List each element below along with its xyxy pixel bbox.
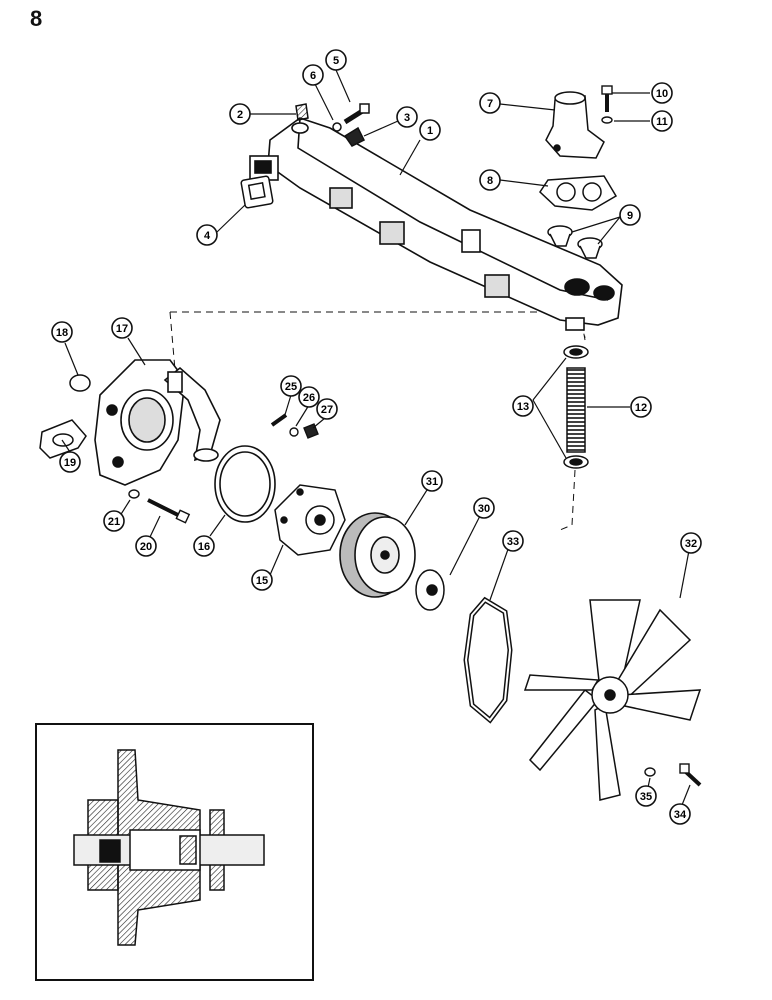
stud-washer-nut xyxy=(270,413,319,439)
callout-label: 16 xyxy=(198,541,210,553)
cooling-fan xyxy=(523,599,702,801)
callout-21: 21 xyxy=(103,510,125,532)
callout-label: 35 xyxy=(640,791,652,803)
callout-label: 11 xyxy=(656,116,668,128)
callout-label: 18 xyxy=(56,327,68,339)
callout-5: 5 xyxy=(325,49,347,71)
callout-26: 26 xyxy=(298,386,320,408)
callout-label: 19 xyxy=(64,457,76,469)
callout-9: 9 xyxy=(619,204,641,226)
water-pump-housing xyxy=(94,359,221,486)
sectional-view-inset xyxy=(35,723,314,981)
callout-label: 5 xyxy=(333,55,339,67)
callout-10: 10 xyxy=(651,82,673,104)
callout-18: 18 xyxy=(51,321,73,343)
callout-15: 15 xyxy=(251,569,273,591)
callout-33: 33 xyxy=(502,530,524,552)
assembly-dashed-line xyxy=(169,311,586,531)
callout-label: 7 xyxy=(487,98,493,110)
callout-12: 12 xyxy=(630,396,652,418)
fan-pulley xyxy=(339,512,416,598)
callout-11: 11 xyxy=(651,110,673,132)
callout-label: 8 xyxy=(487,175,493,187)
housing-bolt xyxy=(601,85,613,124)
callout-label: 26 xyxy=(303,392,315,404)
callout-label: 13 xyxy=(517,401,529,413)
thermostats xyxy=(547,225,603,259)
thermostat-gasket xyxy=(539,175,618,211)
callout-6: 6 xyxy=(302,64,324,86)
callout-7: 7 xyxy=(479,92,501,114)
callout-label: 10 xyxy=(656,88,668,100)
page-number: 8 xyxy=(30,6,44,31)
callout-label: 33 xyxy=(507,536,519,548)
callout-label: 21 xyxy=(108,516,120,528)
pump-bolt xyxy=(128,489,191,524)
pump-inlet-gasket xyxy=(39,419,87,459)
callout-8: 8 xyxy=(479,169,501,191)
callout-4: 4 xyxy=(196,224,218,246)
water-manifold xyxy=(249,117,623,331)
callout-label: 9 xyxy=(627,210,633,222)
callout-label: 15 xyxy=(256,575,268,587)
callout-label: 32 xyxy=(685,538,697,550)
callout-13: 13 xyxy=(512,395,534,417)
pump-gasket xyxy=(214,445,276,523)
callout-label: 17 xyxy=(116,323,128,335)
thermostat-housing xyxy=(545,91,605,159)
bypass-hose xyxy=(563,345,589,469)
callout-27: 27 xyxy=(316,398,338,420)
callout-31: 31 xyxy=(421,470,443,492)
callout-35: 35 xyxy=(635,785,657,807)
callout-label: 25 xyxy=(285,381,297,393)
callout-label: 1 xyxy=(427,125,433,137)
callout-34: 34 xyxy=(669,803,691,825)
callout-32: 32 xyxy=(680,532,702,554)
small-hardware-top xyxy=(295,103,370,147)
callout-label: 6 xyxy=(310,70,316,82)
water-pump xyxy=(274,484,346,556)
flange-gasket xyxy=(240,175,274,209)
callout-label: 3 xyxy=(404,112,410,124)
fan-hub xyxy=(415,569,445,611)
callout-label: 4 xyxy=(204,230,211,242)
callout-label: 12 xyxy=(635,402,647,414)
callout-1: 1 xyxy=(419,119,441,141)
callout-label: 2 xyxy=(237,109,243,121)
callout-label: 34 xyxy=(674,809,687,821)
callout-16: 16 xyxy=(193,535,215,557)
callout-19: 19 xyxy=(59,451,81,473)
expansion-plug xyxy=(69,374,91,392)
callout-17: 17 xyxy=(111,317,133,339)
callout-label: 31 xyxy=(426,476,438,488)
callout-20: 20 xyxy=(135,535,157,557)
callout-3: 3 xyxy=(396,106,418,128)
callout-label: 27 xyxy=(321,404,333,416)
callout-30: 30 xyxy=(473,497,495,519)
callout-25: 25 xyxy=(280,375,302,397)
callout-2: 2 xyxy=(229,103,251,125)
callout-label: 30 xyxy=(478,503,490,515)
fan-bolt xyxy=(644,763,702,787)
callout-label: 20 xyxy=(140,541,152,553)
